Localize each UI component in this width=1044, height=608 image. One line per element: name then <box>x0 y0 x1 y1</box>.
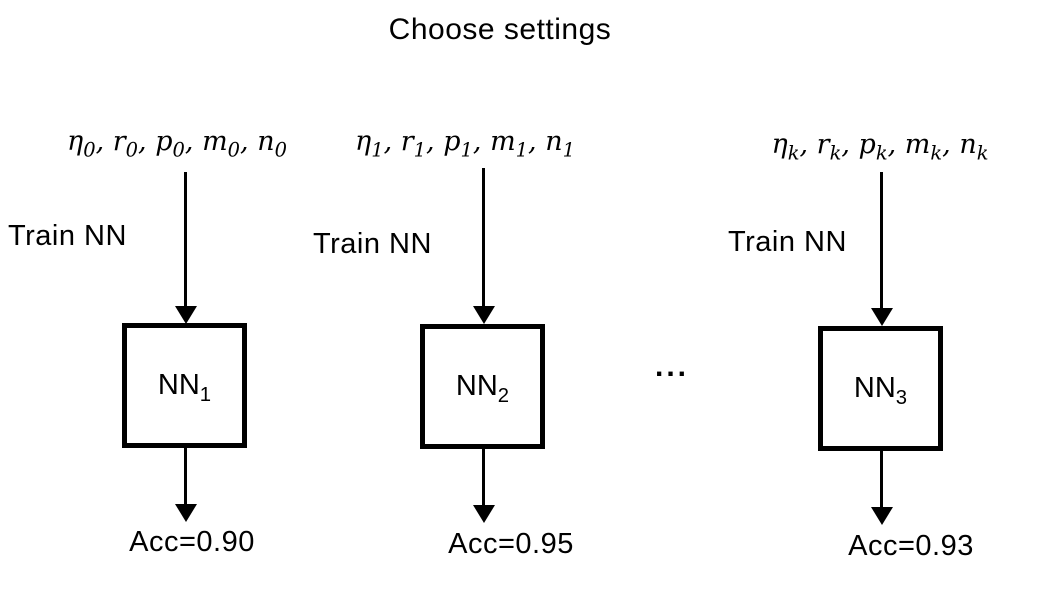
param-separator: , <box>472 126 491 157</box>
param-symbol: p <box>443 126 461 157</box>
param-subscript: k <box>875 141 888 165</box>
accuracy-label-2: Acc=0.95 <box>448 528 574 560</box>
nn-box-subscript: 1 <box>199 383 212 406</box>
nn-box-base: NN <box>455 370 498 402</box>
param-separator: , <box>95 126 113 157</box>
param-symbol: n <box>959 129 977 160</box>
output-arrow-line-3 <box>880 451 883 509</box>
output-arrow-head-1 <box>174 504 197 522</box>
param-symbol: η <box>355 126 372 157</box>
output-arrow-line-2 <box>482 449 485 507</box>
nn-box-base: NN <box>157 369 200 401</box>
nn-box-label-1: NN1 <box>157 369 211 405</box>
param-subscript: 0 <box>172 138 185 162</box>
param-symbol: m <box>490 126 516 157</box>
ellipsis: ... <box>655 350 690 383</box>
param-separator: , <box>426 126 444 157</box>
param-subscript: k <box>787 141 800 165</box>
param-subscript: 0 <box>227 138 241 162</box>
hyperparams-label-1: η0, r0, p0, m0, n0 <box>27 126 327 160</box>
param-symbol: n <box>257 126 275 157</box>
param-subscript: k <box>829 141 842 165</box>
param-separator: , <box>383 126 401 157</box>
nn-box-2: NN2 <box>420 324 545 449</box>
param-subscript: 1 <box>413 138 427 162</box>
train-nn-label-1: Train NN <box>8 220 127 252</box>
nn-box-label-3: NN3 <box>853 372 907 408</box>
param-symbol: p <box>858 129 876 160</box>
param-subscript: 0 <box>83 138 96 162</box>
accuracy-label-3: Acc=0.93 <box>848 530 974 562</box>
param-separator: , <box>240 126 258 157</box>
param-symbol: n <box>545 126 563 157</box>
param-separator: , <box>528 126 546 157</box>
input-arrow-line-1 <box>184 172 187 308</box>
param-subscript: 1 <box>562 138 575 162</box>
param-separator: , <box>942 129 960 160</box>
param-subscript: 1 <box>371 138 384 162</box>
param-symbol: m <box>904 129 931 160</box>
train-nn-label-3: Train NN <box>728 226 847 258</box>
nn-box-subscript: 3 <box>895 386 908 409</box>
hyperparams-label-3: ηk, rk, pk, mk, nk <box>730 129 1030 163</box>
param-symbol: m <box>202 126 228 157</box>
accuracy-label-1: Acc=0.90 <box>129 526 255 558</box>
output-arrow-head-3 <box>870 507 893 525</box>
nn-box-1: NN1 <box>122 323 247 448</box>
param-symbol: p <box>155 126 173 157</box>
nn-box-3: NN3 <box>818 326 943 451</box>
param-subscript: k <box>976 141 989 165</box>
param-separator: , <box>799 129 817 160</box>
nn-box-label-2: NN2 <box>455 370 509 406</box>
param-subscript: 0 <box>274 138 287 162</box>
input-arrow-head-2 <box>472 306 495 324</box>
input-arrow-head-1 <box>174 306 197 324</box>
nn-box-subscript: 2 <box>497 384 510 407</box>
hyperparams-label-2: η1, r1, p1, m1, n1 <box>315 126 615 160</box>
output-arrow-line-1 <box>184 448 187 506</box>
param-symbol: r <box>112 126 126 157</box>
param-subscript: 0 <box>125 138 139 162</box>
param-separator: , <box>184 126 203 157</box>
param-subscript: 1 <box>515 138 529 162</box>
param-separator: , <box>138 126 156 157</box>
param-separator: , <box>887 129 905 160</box>
param-symbol: η <box>771 129 788 160</box>
input-arrow-line-2 <box>482 168 485 308</box>
input-arrow-head-3 <box>870 308 893 326</box>
input-arrow-line-3 <box>880 172 883 308</box>
param-subscript: k <box>930 141 943 165</box>
param-separator: , <box>841 129 859 160</box>
param-symbol: r <box>400 126 414 157</box>
nn-box-base: NN <box>853 372 896 404</box>
param-subscript: 1 <box>460 138 473 162</box>
param-symbol: η <box>67 126 84 157</box>
output-arrow-head-2 <box>472 505 495 523</box>
train-nn-label-2: Train NN <box>313 228 432 260</box>
diagram-title: Choose settings <box>388 13 612 46</box>
param-symbol: r <box>816 129 830 160</box>
